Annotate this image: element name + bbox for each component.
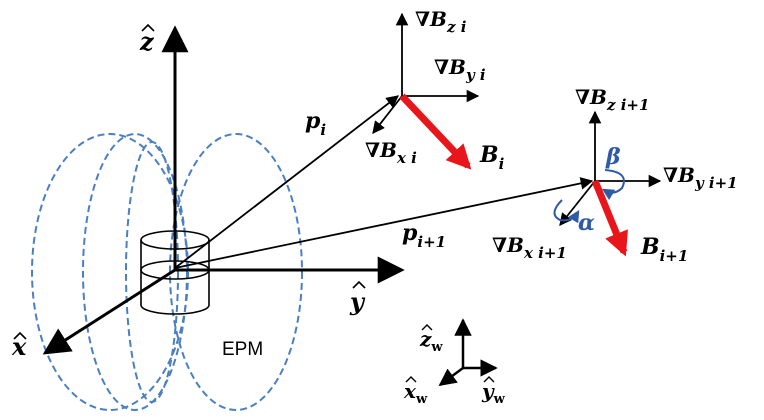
grad-bz-i1-sub: z i+1 — [606, 96, 649, 114]
world-axes — [42, 25, 405, 355]
cylinder-bottom — [140, 304, 210, 315]
b-i-main: B — [479, 142, 499, 168]
grad-bx-i-main: ∇B — [365, 138, 397, 162]
grad-bz-i-label: ∇Bz i — [415, 7, 467, 36]
position-vectors — [174, 95, 594, 269]
grad-bz-i-main: ∇B — [415, 7, 447, 31]
b-i1-main: B — [640, 234, 660, 260]
field-line-inner-left — [125, 141, 179, 403]
p-i1-main: p — [402, 220, 418, 246]
b-i-arrow — [399, 93, 472, 170]
p-i1-vector — [174, 177, 594, 269]
world-frame-small — [438, 318, 498, 387]
frame-i1 — [559, 110, 662, 226]
xw-label: xw — [403, 379, 428, 407]
z-hat-label: z — [139, 23, 155, 56]
p-i-vector — [174, 95, 399, 269]
grad-by-i1-main: ∇B — [663, 163, 695, 187]
p-i1-label: pi+1 — [402, 220, 446, 251]
field-line-right — [169, 133, 303, 411]
grad-bx-i1-label: ∇Bx i+1 — [492, 233, 567, 262]
p-i-main: p — [305, 108, 321, 134]
b-i1-label: Bi+1 — [640, 234, 688, 265]
alpha-arc — [553, 199, 580, 224]
zw-caret — [421, 324, 433, 331]
alpha-label: α — [578, 210, 595, 236]
grad-by-i-main: ∇B — [434, 55, 466, 79]
p-i1-sub: i+1 — [417, 233, 446, 251]
yw-main: y — [481, 379, 495, 403]
b-i1-sub: i+1 — [660, 247, 689, 265]
x-hat-caret — [13, 331, 27, 340]
y-hat-label: y — [349, 280, 366, 316]
grad-bx-i1-main: ∇B — [492, 233, 524, 257]
z-hat-caret — [141, 23, 155, 32]
y-hat-caret — [352, 280, 366, 289]
xw-sub: w — [415, 392, 428, 407]
yw-label: yw — [481, 379, 506, 407]
grad-bx-i1-sub: x i+1 — [523, 244, 567, 262]
grad-by-i1-label: ∇By i+1 — [663, 163, 738, 192]
xw-main: x — [403, 379, 417, 403]
beta-label: β — [605, 144, 621, 170]
z-hat-text: z — [139, 27, 155, 56]
x-axis — [42, 268, 176, 355]
grad-bx-i-label: ∇Bx i — [365, 138, 417, 167]
xw-axis — [438, 366, 464, 387]
zw-label: zw — [419, 327, 443, 355]
xw-caret — [405, 376, 417, 383]
frame-i — [372, 12, 480, 134]
beta-arc — [601, 169, 625, 201]
p-i-label: pi — [305, 108, 326, 139]
x-hat-text: x — [11, 332, 27, 361]
zw-sub: w — [430, 340, 443, 355]
y-hat-text: y — [349, 287, 366, 316]
grad-bx-i-sub: x i — [396, 149, 417, 167]
yw-label-group: yw — [481, 376, 506, 407]
grad-bz-i1-main: ∇B — [575, 85, 607, 109]
field-line-outer-left — [31, 133, 189, 411]
grad-bz-i1-label: ∇Bz i+1 — [575, 85, 649, 114]
yw-sub: w — [493, 392, 506, 407]
frame-i1-x — [559, 180, 596, 226]
xw-label-group: xw — [403, 376, 428, 407]
grad-by-i-label: ∇By i — [434, 55, 486, 84]
yw-caret — [483, 376, 495, 383]
x-hat-label: x — [11, 331, 27, 361]
field-lines — [31, 133, 303, 411]
grad-by-i1-sub: y i+1 — [694, 174, 738, 192]
epm-label: EPM — [222, 339, 263, 360]
zw-main: z — [419, 327, 432, 351]
grad-by-i-sub: y i — [465, 66, 486, 84]
b-i-sub: i — [499, 155, 505, 173]
field-line-left — [82, 133, 188, 411]
frame-i-x — [372, 95, 403, 134]
grad-bz-i-sub: z i — [446, 18, 467, 36]
b-i-label: Bi — [479, 142, 505, 173]
b-i1-arrow — [591, 179, 628, 257]
p-i-sub: i — [320, 121, 326, 139]
epm-cylinder — [140, 230, 210, 315]
zw-label-group: zw — [419, 324, 443, 355]
